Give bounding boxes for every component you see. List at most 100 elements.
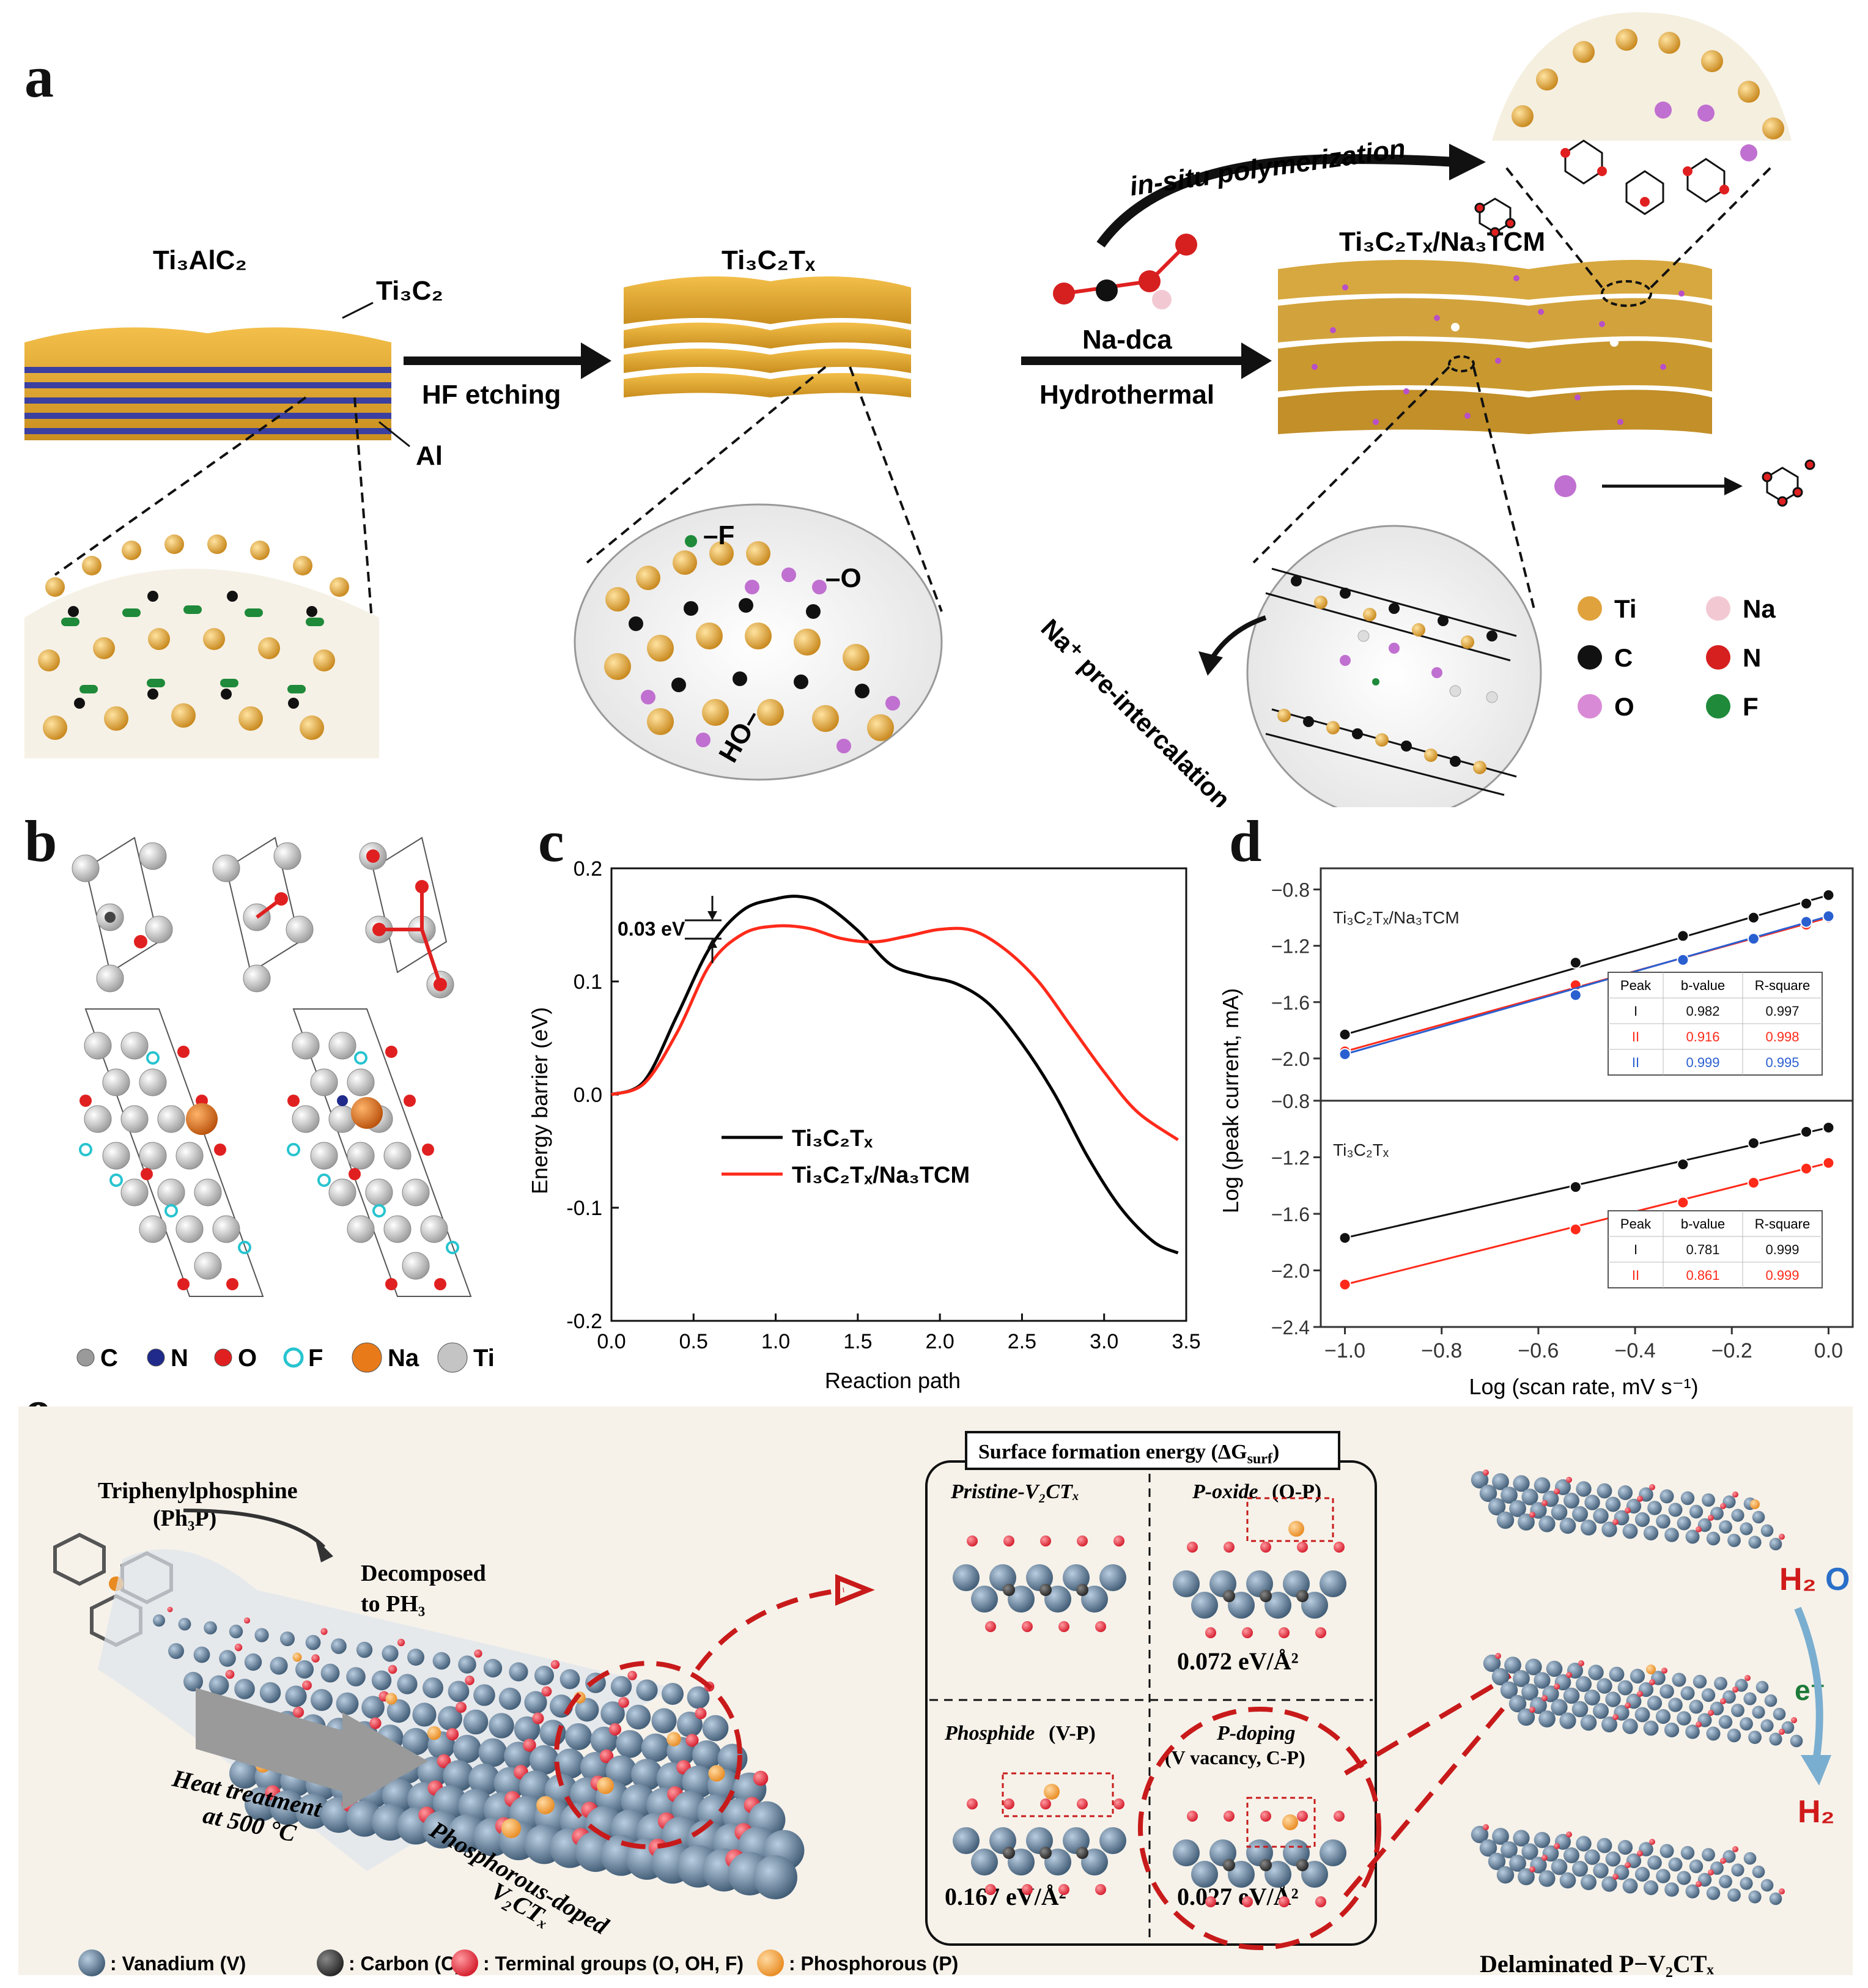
chart-d-table-cell: II	[1632, 1029, 1639, 1044]
legend-swatch-c	[76, 1348, 95, 1367]
terminal-group-atom	[1260, 1542, 1271, 1553]
terminal-group-atom	[1113, 1535, 1124, 1546]
vanadium-atom	[270, 1790, 305, 1825]
terminal-group-atom	[753, 1770, 769, 1786]
vanadium-atom	[305, 1635, 321, 1650]
vanadium-atom	[1622, 1718, 1638, 1734]
delaminated-sheets	[1471, 1469, 1803, 1905]
legend-label-2: : Terminal groups (O, OH, F)	[483, 1953, 744, 1975]
chart-d-table-cell: II	[1632, 1055, 1639, 1070]
vanadium-atom	[1647, 1501, 1662, 1515]
legend-label-ti: Ti	[473, 1345, 495, 1372]
terminal-group-atom	[167, 1606, 173, 1613]
vanadium-atom	[1191, 1861, 1218, 1888]
terminal-group-atom	[1578, 1660, 1584, 1666]
vanadium-atom	[1496, 1511, 1515, 1529]
chart-d-x-tick-label: 0.0	[1814, 1339, 1843, 1362]
panel-e-schematic: Triphenylphosphine (Ph₃P) Decomposed to …	[18, 1406, 1853, 1978]
chart-d-point	[1338, 1232, 1351, 1244]
na-dca-label: Na-dca	[1082, 325, 1172, 355]
chart-d-table-cell: 0.999	[1686, 1055, 1719, 1070]
vanadium-atom	[662, 1683, 684, 1705]
vanadium-atom	[1647, 1855, 1662, 1870]
terminal-group-atom	[1554, 1843, 1560, 1849]
phosphide-label: Phosphide	[944, 1722, 1035, 1745]
vanadium-atom	[555, 1748, 585, 1779]
chart-d-table-header: R-square	[1755, 1216, 1810, 1232]
legend-label-o: O	[238, 1345, 257, 1372]
vanadium-atom	[1601, 1521, 1617, 1537]
terminal-group-atom	[1732, 1846, 1738, 1852]
polymerization-arrow	[1449, 144, 1486, 180]
terminal-group-atom	[1612, 1714, 1619, 1720]
terminal-group-atom	[302, 1680, 312, 1690]
chart-d-point	[1569, 989, 1582, 1002]
chart-d-point	[1677, 1158, 1689, 1171]
vanadium-atom	[1622, 1878, 1638, 1894]
vanadium-atom	[1605, 1496, 1621, 1512]
terminal-group-atom	[1297, 1811, 1308, 1822]
vanadium-atom	[1755, 1680, 1769, 1694]
terminal-group-atom	[1224, 1542, 1235, 1553]
vanadium-atom	[1521, 1843, 1538, 1860]
legend-label-o: O	[1614, 692, 1634, 721]
vanadium-atom	[229, 1624, 243, 1639]
terminal-group-atom	[1779, 1729, 1785, 1735]
chart-d-table-header: b-value	[1681, 978, 1725, 993]
terminal-group-atom	[1334, 1811, 1345, 1822]
hf-etching-arrow	[404, 342, 611, 379]
supercell-right	[287, 1008, 472, 1297]
vanadium-atom	[616, 1730, 644, 1758]
vanadium-atom	[1668, 1857, 1683, 1872]
terminal-group-atom	[1625, 1862, 1631, 1868]
vanadium-atom	[539, 1720, 566, 1746]
carbon-atom	[1296, 1859, 1309, 1871]
chart-d-subplot-label: Ti₃C₂Tₓ	[1333, 1140, 1389, 1159]
vanadium-atom	[1538, 1515, 1556, 1532]
chart-d-point	[1338, 1028, 1351, 1041]
terminal-group-atom	[1720, 1698, 1726, 1704]
carbon-atom	[1296, 1590, 1309, 1602]
terminal-group-atom	[1022, 1884, 1033, 1895]
vanadium-atom	[1656, 1514, 1670, 1529]
terminal-group-atom	[320, 1628, 328, 1635]
vanadium-atom	[1572, 1861, 1588, 1877]
legend-swatch-ti	[1578, 596, 1602, 621]
vanadium-atom	[1563, 1847, 1579, 1863]
terminal-group-atom	[967, 1798, 978, 1809]
phosphorous-atom	[536, 1796, 555, 1814]
legend-swatch-n	[1706, 645, 1730, 670]
vanadium-atom	[407, 1649, 424, 1666]
vanadium-atom	[1518, 1513, 1535, 1531]
pre-intercalation-label: Na⁺ pre-intercalation	[1036, 613, 1236, 807]
terminal-group-atom	[1040, 1535, 1051, 1546]
chart-d-table-cell: 0.861	[1686, 1268, 1719, 1283]
vanadium-atom	[438, 1706, 462, 1731]
decomposed-to-label: to PH₃	[361, 1591, 425, 1617]
vanadium-atom	[473, 1684, 495, 1706]
vanadium-atom	[1576, 1676, 1592, 1692]
vanadium-atom	[1488, 1498, 1506, 1516]
chart-c-y-tick-label: -0.1	[566, 1197, 602, 1220]
vanadium-atom	[524, 1691, 547, 1714]
vanadium-atom	[498, 1687, 522, 1710]
vanadium-atom	[453, 1735, 481, 1763]
legend-swatch-na	[352, 1342, 382, 1373]
vanadium-atom	[1706, 1886, 1721, 1901]
vanadium-atom	[1517, 1708, 1535, 1726]
vanadium-atom	[1546, 1660, 1563, 1677]
terminal-group-atom	[1224, 1811, 1235, 1822]
phosphorous-atom	[1288, 1521, 1304, 1537]
vanadium-atom	[1748, 1535, 1762, 1549]
vanadium-atom	[219, 1650, 236, 1667]
phosphorous-atom	[292, 1652, 302, 1662]
chart-c-y-tick-label: 0.2	[574, 857, 602, 881]
vanadium-atom	[204, 1621, 217, 1635]
vanadium-atom	[1656, 1869, 1670, 1883]
delaminated-label: Delaminated P−V₂CTₓ	[1480, 1950, 1714, 1978]
legend-swatch-f	[283, 1347, 304, 1368]
terminal-group-atom	[243, 1617, 251, 1624]
vanadium-atom	[1680, 1846, 1695, 1860]
chart-d-subplot-label: Ti₃C₂Tₓ/Na₃TCM	[1333, 908, 1460, 927]
